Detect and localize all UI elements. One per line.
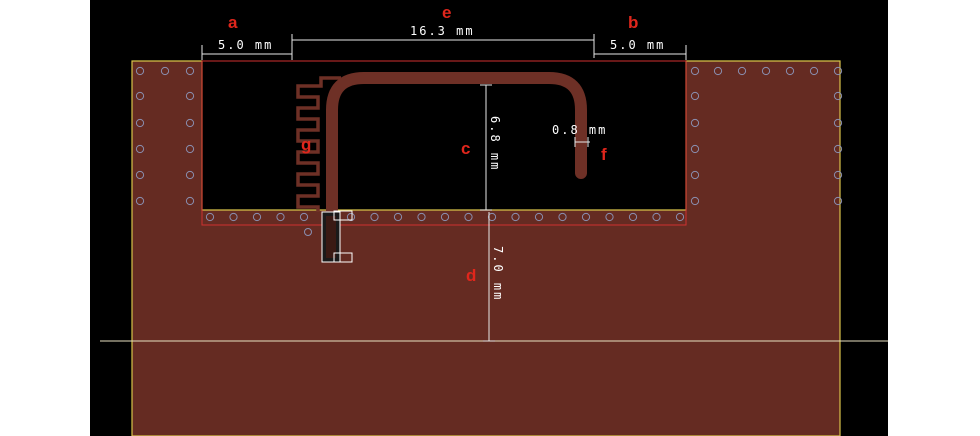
via-hole <box>833 118 843 128</box>
via-hole <box>737 66 747 76</box>
dimension-f <box>574 137 590 147</box>
via-hole <box>135 196 145 206</box>
label-b: b <box>628 13 638 32</box>
via-hole <box>135 91 145 101</box>
via-hole <box>185 170 195 180</box>
label-a: a <box>228 13 238 32</box>
via-hole <box>833 144 843 154</box>
label-c: c <box>461 139 470 158</box>
via-hole <box>135 66 145 76</box>
label-d: d <box>466 266 476 285</box>
via-hole <box>370 212 379 222</box>
via-hole <box>833 170 843 180</box>
dimension-e-value: 16.3 mm <box>410 24 475 38</box>
dimension-c-value: 6.8 mm <box>488 116 502 171</box>
via-hole <box>558 212 567 222</box>
via-hole <box>185 91 195 101</box>
via-hole <box>464 212 473 222</box>
via-hole <box>675 212 685 222</box>
via-hole <box>690 144 700 154</box>
antenna-trace <box>326 72 587 218</box>
via-hole <box>534 212 544 222</box>
via-hole <box>833 66 843 76</box>
via-hole <box>252 212 262 222</box>
via-hole <box>833 91 843 101</box>
via-hole <box>229 212 238 222</box>
dimension-c <box>480 84 492 211</box>
via-hole <box>605 212 614 222</box>
via-hole <box>135 118 145 128</box>
via-hole <box>833 196 843 206</box>
dimension-a <box>201 45 293 60</box>
meander-line <box>296 76 341 212</box>
via-hole <box>690 196 700 206</box>
via-hole <box>628 212 638 222</box>
via-hole <box>809 66 819 76</box>
dimension-f-value: 0.8 mm <box>552 123 607 137</box>
via-hole <box>276 212 285 222</box>
via-hole <box>690 66 700 76</box>
via-hole <box>299 212 309 222</box>
via-hole <box>652 212 661 222</box>
via-hole <box>690 91 700 101</box>
via-hole <box>160 66 170 76</box>
via-hole <box>205 212 215 222</box>
via-hole <box>511 212 520 222</box>
label-f: f <box>601 145 607 164</box>
via-hole <box>135 170 145 180</box>
via-array <box>135 66 843 222</box>
via-hole <box>690 118 700 128</box>
via-hole <box>135 144 145 154</box>
via-hole <box>690 170 700 180</box>
antenna-keepout <box>201 60 687 226</box>
via-hole <box>487 212 497 222</box>
label-g: g <box>301 135 311 154</box>
dimension-d <box>483 212 495 342</box>
feed-component <box>321 210 353 263</box>
via-hole <box>440 212 450 222</box>
via-hole <box>393 212 403 222</box>
dimension-b <box>594 45 687 60</box>
via-hole <box>581 212 591 222</box>
dimension-a-value: 5.0 mm <box>218 38 273 52</box>
dimension-b-value: 5.0 mm <box>610 38 665 52</box>
via-hole <box>185 118 195 128</box>
dimension-d-value: 7.0 mm <box>491 246 505 301</box>
via-hole <box>713 66 723 76</box>
via-hole <box>785 66 795 76</box>
via-hole <box>185 144 195 154</box>
via-hole <box>185 66 195 76</box>
via-hole <box>346 212 356 222</box>
via-hole <box>761 66 771 76</box>
via-hole <box>417 212 426 222</box>
label-e: e <box>442 3 451 22</box>
via-hole <box>185 196 195 206</box>
